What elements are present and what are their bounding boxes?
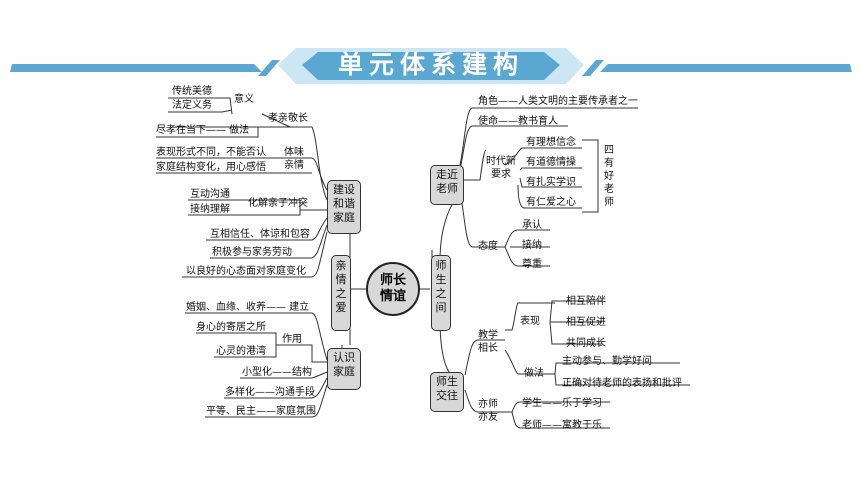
label-xiaoxing: 小型化——结构 xyxy=(242,367,312,378)
label-zhudong: 主动参与、勤学好问 xyxy=(562,356,652,367)
label-lixiang: 有理想信念 xyxy=(526,137,576,148)
label-zuofa: 做法 xyxy=(524,368,544,379)
label-bianhua: 家庭结构变化，用心感悟 xyxy=(156,162,266,173)
label-taidu: 态度 xyxy=(478,241,498,252)
page-title: 单元体系建构 xyxy=(337,50,524,79)
label-chuantong: 传统美德 xyxy=(172,86,212,97)
label-biaoxian: 表现形式不同，不能否认 xyxy=(156,147,266,158)
label-biaoxian-r: 表现 xyxy=(520,316,540,327)
label-cujin: 相互促进 xyxy=(566,317,606,328)
label-renai: 有仁爱之心 xyxy=(526,197,576,208)
node-renshi: 认识家庭 xyxy=(327,348,361,390)
label-tiwei: 体味亲情 xyxy=(284,147,304,171)
label-zhishi: 有扎实学识 xyxy=(526,177,576,188)
label-jiji: 积极参与家务劳动 xyxy=(212,247,292,258)
label-huxiang: 互相信任、体谅和包容 xyxy=(210,229,310,240)
title-banner xyxy=(10,48,852,84)
node-shisheng: 师生之间 xyxy=(431,255,451,331)
label-laoshi: 老师——寓教于乐 xyxy=(522,420,602,431)
label-hudong: 互动沟通 xyxy=(190,189,230,200)
label-yishi: 亦师亦友 xyxy=(478,399,498,423)
label-huajie: 化解亲子冲突 xyxy=(248,198,308,209)
label-hunyin: 婚姻、血缘、收养—— 建立 xyxy=(186,302,310,313)
label-sihao: 四有好老师 xyxy=(604,145,614,208)
label-xinling: 心灵的港湾 xyxy=(216,346,266,357)
label-jiaoxue: 教学相长 xyxy=(478,330,498,354)
label-pingdeng: 平等、民主——家庭氛围 xyxy=(206,406,316,417)
label-zunzhong: 尊重 xyxy=(522,259,542,270)
label-fading: 法定义务 xyxy=(172,100,212,111)
node-jiaowang: 师生交往 xyxy=(430,372,464,412)
label-shenxin: 身心的寄居之所 xyxy=(196,322,266,333)
label-yiyi: 意义 xyxy=(234,94,254,105)
node-qinqing: 亲情之爱 xyxy=(331,255,351,331)
center-node: 师长情谊 xyxy=(366,262,420,316)
label-zuoyong: 作用 xyxy=(282,334,302,345)
node-zoujin: 走近老师 xyxy=(430,165,464,205)
label-daode: 有道德情操 xyxy=(526,157,576,168)
label-jiena: 接纳 xyxy=(522,240,542,251)
label-chengzhang: 共同成长 xyxy=(566,338,606,349)
label-duoyang: 多样化——沟通手段 xyxy=(225,387,315,398)
label-jinxiao: 尽孝在当下—— 做法 xyxy=(156,125,250,136)
label-shiming: 使命——教书育人 xyxy=(478,116,558,127)
label-xiaoqin: 孝亲敬长 xyxy=(268,113,308,124)
label-peiban: 相互陪伴 xyxy=(566,296,606,307)
label-zhengque: 正确对待老师的表扬和批评 xyxy=(562,378,682,389)
label-chengren: 承认 xyxy=(522,220,542,231)
label-shidai: 时代新要求 xyxy=(486,156,516,180)
label-jiena: 接纳理解 xyxy=(190,204,230,215)
label-lianghao: 以良好的心态面对家庭变化 xyxy=(186,266,306,277)
node-jianshe: 建设和谐家庭 xyxy=(327,180,361,234)
label-xuesheng: 学生——乐于学习 xyxy=(522,398,602,409)
label-juese: 角色——人类文明的主要传承者之一 xyxy=(478,96,638,107)
